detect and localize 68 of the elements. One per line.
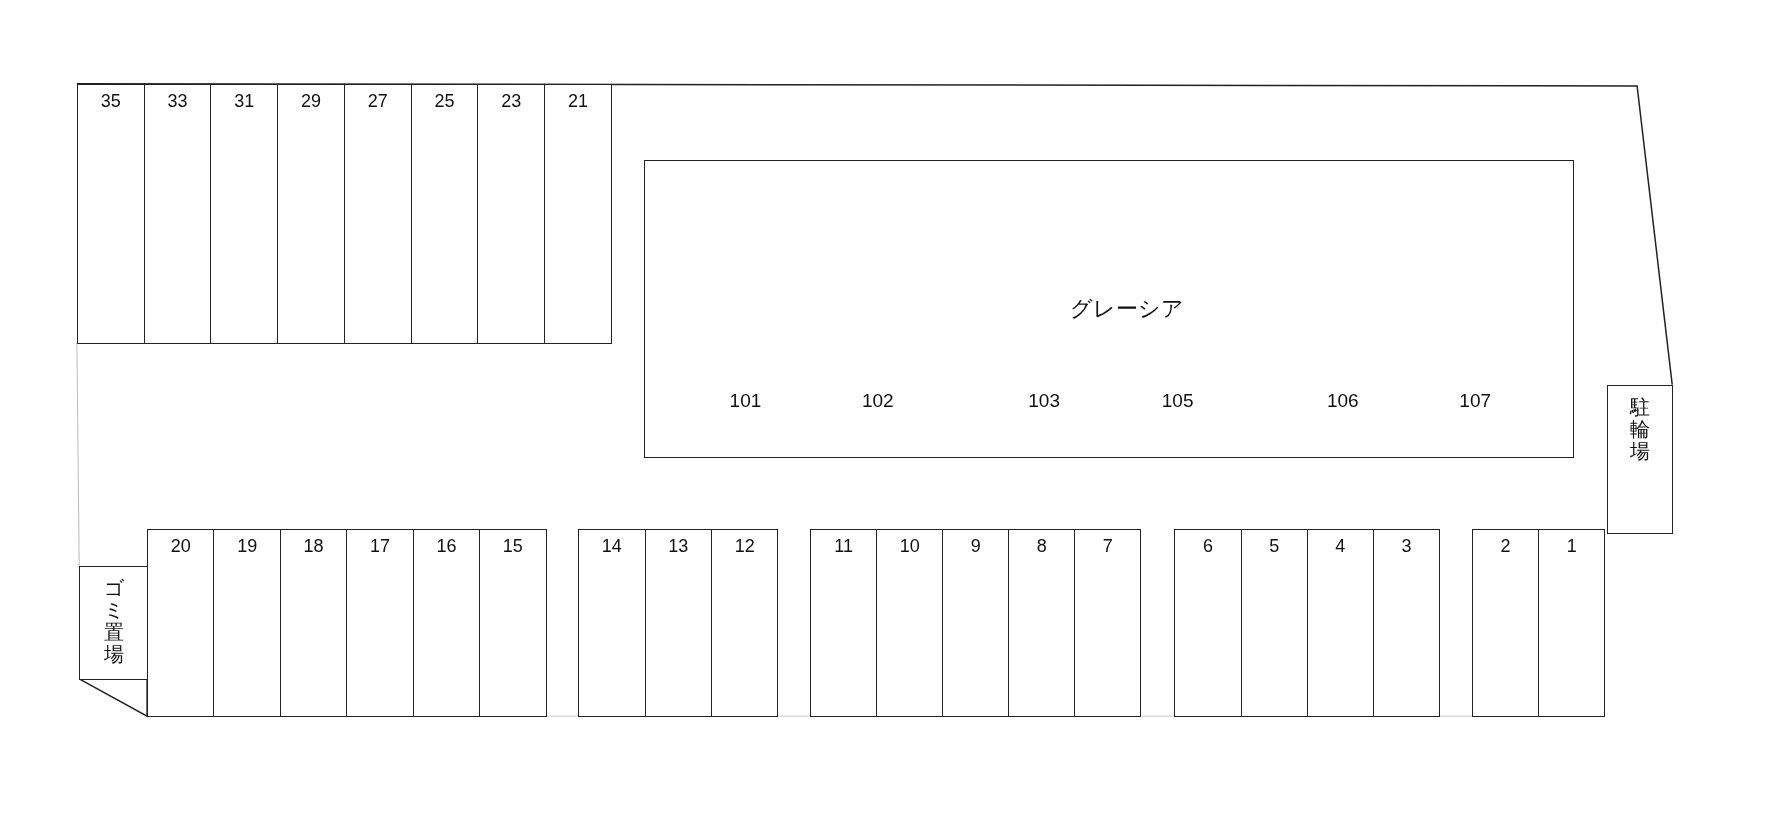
parking-space [1240,529,1308,718]
unit-number: 101 [729,390,762,413]
parking-space [1306,529,1374,718]
space-number: 31 [233,90,256,112]
facility-label: ゴミ置場 [103,576,124,665]
unit-number: 107 [1459,390,1491,413]
parking-space [1074,529,1142,718]
space-number: 19 [236,536,259,558]
unit-number: 106 [1326,390,1359,413]
parking-space [477,83,546,344]
space-number: 16 [435,536,458,558]
space-number: 21 [567,90,590,112]
parking-space [213,529,281,718]
space-number: 13 [667,536,690,558]
parking-space [1174,529,1242,718]
parking-space [279,529,348,718]
space-number: 5 [1268,536,1281,558]
parking-space [147,529,215,718]
building-outline [643,159,1574,459]
facility-label: 駐輪場 [1629,395,1650,462]
parking-space [210,83,279,344]
space-number: 9 [969,536,982,558]
space-number: 27 [366,90,389,112]
space-number: 4 [1334,536,1347,558]
parking-space [1538,529,1606,718]
parking-space [810,529,878,718]
space-number: 6 [1201,536,1214,558]
space-number: 7 [1101,536,1114,558]
space-number: 2 [1499,536,1512,558]
space-number: 12 [733,536,756,558]
parking-space [277,83,345,344]
facility-box [1606,384,1674,534]
parking-space [578,529,646,718]
parking-space [479,529,547,718]
space-number: 15 [501,536,524,558]
space-number: 20 [169,536,192,558]
space-number: 10 [898,536,921,558]
space-number: 35 [99,90,122,112]
facility-box [79,565,149,680]
unit-number: 102 [861,390,894,413]
space-number: 25 [433,90,456,112]
parking-space [710,529,779,718]
parking-space [143,83,212,344]
space-number: 11 [833,536,854,558]
building-name: グレーシア [1069,294,1184,323]
unit-number: 103 [1028,390,1060,413]
parking-space [544,83,612,344]
space-number: 1 [1565,536,1578,558]
parking-space [644,529,712,718]
space-number: 17 [369,536,392,558]
space-number: 8 [1035,536,1048,558]
unit-number: 105 [1161,390,1194,413]
parking-space [343,83,412,344]
parking-space [1008,529,1076,718]
space-number: 18 [302,536,325,558]
parking-space [412,529,481,718]
parking-space [346,529,414,718]
parking-space [942,529,1010,718]
space-number: 3 [1400,536,1413,558]
space-number: 14 [600,536,623,558]
space-number: 29 [300,90,323,112]
space-number: 23 [500,90,523,112]
parking-space [1372,529,1441,718]
parking-space [1471,529,1540,718]
parking-space [876,529,944,718]
parking-space [410,83,479,344]
space-number: 33 [166,90,189,112]
parking-space [76,83,145,344]
